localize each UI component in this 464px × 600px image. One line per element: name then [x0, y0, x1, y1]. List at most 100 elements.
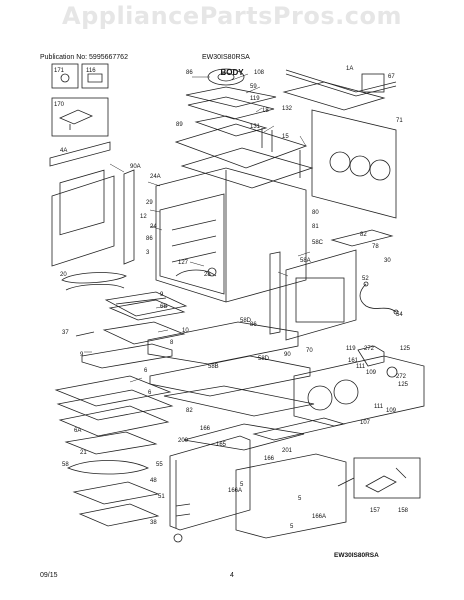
- callout-label: 111: [374, 404, 384, 410]
- callout-label: 58C: [312, 240, 324, 246]
- left-side-panels: [49, 141, 135, 267]
- callout-label: 86: [146, 236, 153, 242]
- callout-label: 86: [250, 322, 257, 328]
- callout-label: 166A: [228, 488, 242, 494]
- callout-label: 6B: [160, 304, 167, 310]
- callout-label: 200: [178, 438, 189, 444]
- callout-label: 125: [400, 346, 411, 352]
- model-number: EW30IS80RSA: [202, 54, 250, 61]
- callout-label: 109: [386, 408, 397, 414]
- callout-label: 15: [282, 134, 289, 140]
- callout-label: 58D: [258, 356, 270, 362]
- callout-label: 166A: [312, 514, 326, 520]
- callout-label: 18: [262, 108, 269, 114]
- callout-label: 5: [290, 524, 294, 530]
- callout-label: 127: [178, 260, 189, 266]
- callout-label: 132: [282, 106, 293, 112]
- publication-number: Publication No: 5995667762: [40, 54, 128, 61]
- section-title: BODY: [220, 68, 244, 77]
- cooling-fan-detail: [293, 345, 425, 427]
- callout-label: 111: [356, 364, 366, 370]
- callout-label: 51: [158, 494, 165, 500]
- callout-label: 82: [360, 232, 367, 238]
- callout-label: 272: [364, 346, 375, 352]
- callout-label: 5: [240, 482, 244, 488]
- callout-label: 86: [186, 70, 193, 76]
- callout-label: 119: [346, 346, 356, 352]
- callout-label: 158: [398, 508, 409, 514]
- callout-label: 71: [396, 118, 403, 124]
- callout-label: 90: [284, 352, 291, 358]
- callout-label: 58B: [208, 364, 219, 370]
- callout-label: 12: [140, 214, 147, 220]
- callout-label: 59: [250, 84, 257, 90]
- footer-page-number: 4: [230, 572, 234, 579]
- callout-label: 55: [156, 462, 163, 468]
- back-panel: [282, 69, 397, 219]
- callout-label: 109: [366, 370, 377, 376]
- callout-label: 58D: [240, 318, 252, 324]
- racks-and-elements: [54, 272, 188, 527]
- callout-label: 21: [80, 450, 87, 456]
- callout-label: 10: [182, 328, 189, 334]
- drawer-assembly: [169, 417, 347, 543]
- callout-label: 108: [254, 70, 265, 76]
- callout-label: 171: [54, 68, 65, 74]
- callout-label: 272: [396, 374, 407, 380]
- callout-label: 38: [150, 520, 157, 526]
- callout-label: 58A: [300, 258, 311, 264]
- callout-label: 4A: [60, 148, 67, 154]
- callout-label: 67: [388, 74, 395, 80]
- callout-label: 165: [216, 442, 227, 448]
- callout-label: 58: [62, 462, 69, 468]
- callout-label: 90A: [130, 164, 141, 170]
- callout-label: 6A: [74, 428, 81, 434]
- right-side-panels: [269, 229, 394, 341]
- callout-label: 166: [200, 426, 211, 432]
- diagram-reference: EW30IS80RSA: [334, 552, 379, 559]
- callout-label: 1A: [346, 66, 353, 72]
- callout-label: 54: [396, 312, 403, 318]
- top-components: [174, 68, 314, 189]
- callout-label: 131: [250, 124, 261, 130]
- callout-label: 6: [144, 368, 148, 374]
- callout-label: 81: [312, 224, 319, 230]
- callout-label: 107: [360, 420, 371, 426]
- leader-lines: [84, 73, 311, 383]
- callout-label: 30: [384, 258, 391, 264]
- callout-label: 116: [86, 68, 96, 74]
- footer-date: 09/15: [40, 572, 58, 579]
- front-frame: [147, 321, 315, 417]
- callout-label: 119: [250, 96, 260, 102]
- callout-label: 161: [348, 358, 359, 364]
- callout-label: 157: [370, 508, 381, 514]
- oven-cavity: [155, 167, 307, 303]
- callout-label: 28: [204, 272, 211, 278]
- callout-label: 166: [264, 456, 275, 462]
- callout-label: 5: [298, 496, 302, 502]
- callout-label: 82: [186, 408, 193, 414]
- callout-label: 29: [146, 200, 153, 206]
- callout-label: 52: [362, 276, 369, 282]
- callout-label: 201: [282, 448, 293, 454]
- callout-label: 48: [150, 478, 157, 484]
- callout-label: 80: [312, 210, 319, 216]
- callout-label: 89: [176, 122, 183, 128]
- callout-label: 70: [306, 348, 313, 354]
- inset-boxes: [51, 63, 109, 137]
- callout-label: 9: [160, 292, 164, 298]
- callout-labels: 171 116 170 4A 90A 86 108 59 119 18 89 1…: [54, 66, 411, 530]
- callout-label: 125: [398, 382, 409, 388]
- callout-label: 8: [170, 340, 174, 346]
- callout-label: 6: [148, 390, 152, 396]
- callout-label: 3: [146, 250, 150, 256]
- callout-label: 20: [60, 272, 67, 278]
- callout-label: 78: [372, 244, 379, 250]
- callout-label: 24A: [150, 174, 161, 180]
- callout-label: 37: [62, 330, 69, 336]
- callout-label: 9: [80, 352, 84, 358]
- wire-harness-detail: [359, 281, 399, 315]
- latch-inset: [337, 457, 421, 499]
- callout-label: 24: [150, 224, 157, 230]
